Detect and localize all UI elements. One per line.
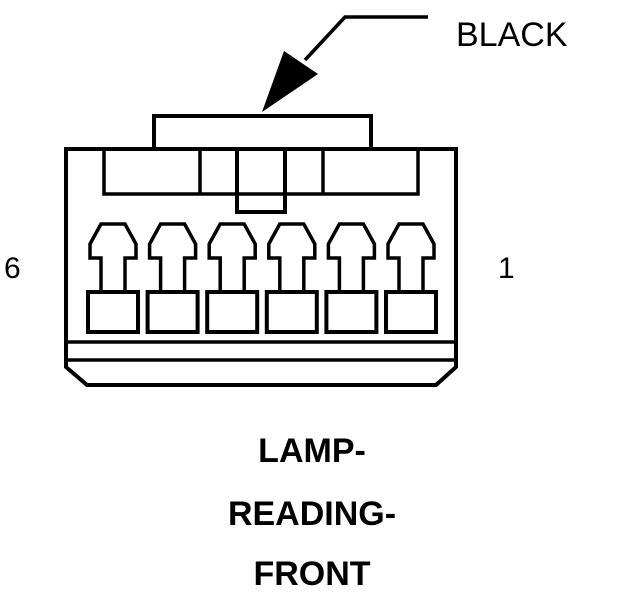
wire-color-callout: BLACK: [456, 16, 568, 54]
terminal-cavity-box: [324, 290, 379, 334]
terminal-cavity-box: [145, 290, 200, 334]
connector-title-line-2: READING-: [227, 495, 397, 533]
callout-leader-line: [303, 15, 428, 62]
terminal-cavity-box: [384, 290, 438, 334]
connector-center-key: [235, 147, 287, 214]
terminal-latch: [326, 222, 377, 292]
connector-inner-rail: [102, 149, 420, 196]
terminal-latch: [386, 222, 436, 292]
terminal-cavity-box: [86, 290, 140, 334]
connector-title-line-3: FRONT: [253, 555, 371, 593]
terminal-cavities: [86, 222, 438, 334]
terminal-latch: [207, 222, 257, 292]
connector-title-line-1: LAMP-: [258, 432, 366, 470]
pin-number-left: 6: [4, 252, 21, 285]
connector-housing: [64, 147, 458, 387]
terminal-latch: [267, 222, 317, 292]
callout-arrowhead: [262, 51, 318, 112]
connector-lock-tab: [152, 114, 373, 151]
terminal-cavity-box: [264, 290, 319, 334]
terminal-latch: [147, 222, 198, 292]
pin-number-right: 1: [498, 252, 515, 285]
terminal-latch: [88, 222, 138, 292]
terminal-cavity-box: [205, 290, 260, 334]
